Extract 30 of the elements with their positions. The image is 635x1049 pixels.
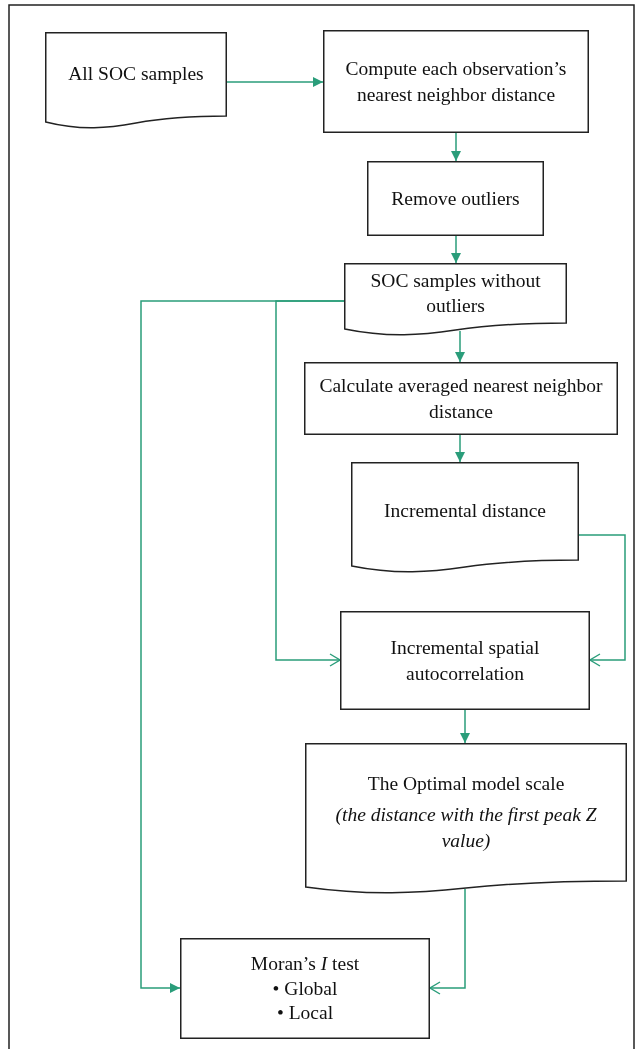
arrow	[451, 132, 461, 162]
node-text: Incremental spatial autocorrelation	[389, 636, 541, 686]
document-box	[305, 743, 627, 895]
process-box	[367, 161, 544, 236]
node-note: (the distance with the first peak Z value)	[334, 803, 598, 853]
process-box	[323, 30, 589, 133]
arrow	[451, 235, 461, 264]
process-box	[340, 611, 590, 710]
arrow	[429, 888, 466, 995]
list-item: • Local	[275, 1001, 335, 1026]
list-item: • Global	[271, 976, 339, 1001]
node-text: Moran’s I test	[249, 952, 361, 977]
arrow	[455, 434, 465, 463]
node-text: Calculate averaged nearest neighbor distance	[318, 374, 604, 424]
process-box	[180, 938, 430, 1039]
node-text: Incremental distance	[383, 499, 547, 524]
node-text: Compute each observation’s nearest neighbor distance	[344, 57, 568, 107]
document-box	[351, 462, 579, 574]
arrow	[226, 77, 324, 87]
arrow	[140, 300, 345, 993]
node-text: SOC samples without outliers	[369, 268, 542, 318]
node-text: All SOC samples	[67, 62, 205, 87]
node-text: The Optimal model scale	[366, 772, 566, 796]
arrow	[578, 534, 626, 667]
process-box	[304, 362, 618, 435]
arrow	[455, 330, 465, 363]
document-box	[45, 32, 227, 130]
document-box	[344, 263, 567, 337]
arrow	[460, 709, 470, 744]
node-text: Remove outliers	[390, 186, 521, 211]
